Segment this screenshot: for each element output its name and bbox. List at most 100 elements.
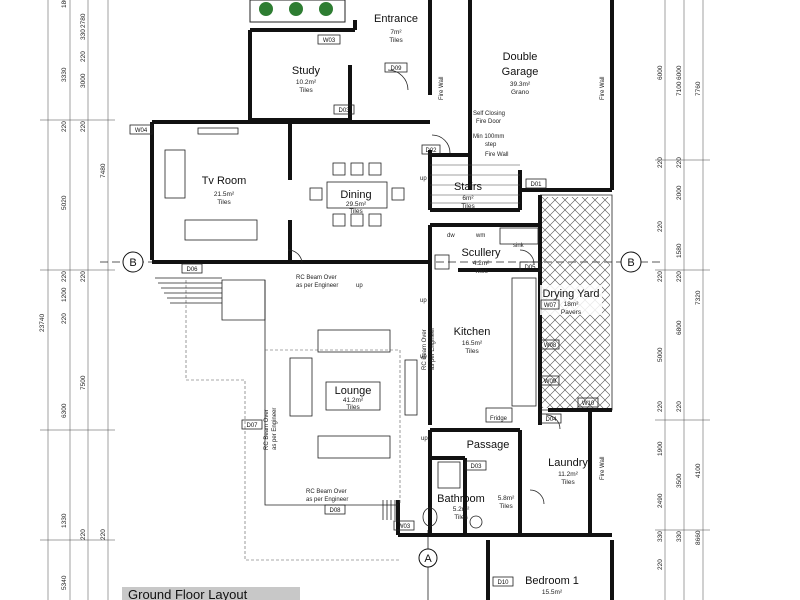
dim-label: 3500 (676, 473, 683, 488)
svg-text:W10: W10 (582, 401, 595, 407)
svg-text:Dining: Dining (340, 189, 371, 201)
svg-text:A: A (424, 553, 432, 565)
svg-text:D10: D10 (497, 580, 509, 586)
dim-label: 220 (676, 157, 683, 168)
dim-label: 2000 (676, 185, 683, 200)
svg-text:D02: D02 (425, 148, 437, 154)
svg-text:W09: W09 (544, 379, 557, 385)
dim-label: 330 (657, 531, 664, 542)
svg-text:D08: D08 (329, 508, 341, 514)
dim-label: 3000 (80, 73, 87, 88)
room-dining: Dining 29.5m² Tiles (340, 189, 371, 215)
dashed-outlines (185, 280, 401, 561)
svg-text:B: B (627, 257, 634, 269)
room-wc: 5.8m² Tiles (498, 495, 515, 510)
svg-text:Grano: Grano (511, 89, 529, 96)
right-dimension-lines (655, 0, 710, 600)
dim-label: 220 (676, 401, 683, 412)
svg-text:D07: D07 (246, 423, 258, 429)
svg-text:6m²: 6m² (462, 195, 474, 202)
svg-text:Min 100mm: Min 100mm (473, 134, 504, 140)
dim-label: 220 (80, 529, 87, 540)
dim-label: 220 (657, 221, 664, 232)
walls (150, 0, 614, 600)
svg-text:B: B (129, 257, 136, 269)
dim-label: 1200 (61, 287, 68, 302)
plan-title: Ground Floor Layout (128, 587, 248, 600)
dim-label: 220 (61, 121, 68, 132)
svg-text:Bedroom 1: Bedroom 1 (525, 575, 579, 587)
dim-label: 5340 (61, 575, 68, 590)
svg-text:as per Engineer: as per Engineer (296, 283, 338, 289)
left-dimension-labels: 180 2780 3330 3000 7480 5020 1200 23740 … (39, 0, 107, 590)
steps-left (155, 277, 222, 304)
svg-text:D01: D01 (530, 182, 542, 188)
svg-text:Study: Study (292, 65, 321, 77)
dim-label: 3330 (61, 67, 68, 82)
room-stairs: Stairs 6m² Tiles (454, 181, 483, 210)
dim-label: 220 (657, 401, 664, 412)
dim-label: 220 (100, 529, 107, 540)
svg-text:dw: dw (447, 233, 455, 239)
svg-text:Tiles: Tiles (389, 37, 403, 44)
left-dimension-lines (40, 0, 115, 600)
svg-text:sink: sink (513, 243, 525, 249)
svg-text:Garage: Garage (502, 66, 539, 78)
room-scullery: Scullery 4.2m² Tiles (461, 247, 501, 275)
svg-text:39.3m²: 39.3m² (510, 81, 531, 88)
svg-text:Fire Door: Fire Door (476, 119, 501, 125)
dim-label: 330 (676, 531, 683, 542)
lounge-furniture (289, 329, 418, 459)
svg-text:Tiles: Tiles (461, 203, 475, 210)
svg-text:as per Engineer: as per Engineer (272, 408, 278, 450)
svg-text:Stairs: Stairs (454, 181, 483, 193)
dim-label: 220 (657, 559, 664, 570)
svg-text:as per Engineer: as per Engineer (306, 497, 348, 503)
notes: Self Closing Fire Door Min 100mm step Fi… (264, 77, 606, 503)
svg-text:W07: W07 (544, 303, 557, 309)
room-drying-yard: Drying Yard 18m² Pavers (540, 285, 602, 316)
steps-bottom (382, 500, 396, 520)
room-passage: Passage (467, 439, 510, 451)
svg-text:Tiles: Tiles (465, 348, 479, 355)
dim-label: 220 (80, 51, 87, 62)
svg-text:D03: D03 (470, 464, 482, 470)
dim-label: 1580 (676, 243, 683, 258)
dim-label: 220 (657, 157, 664, 168)
dim-label: 6300 (61, 403, 68, 418)
kitchen-counter (485, 277, 537, 423)
svg-text:5.8m²: 5.8m² (498, 495, 515, 502)
svg-text:4.2m²: 4.2m² (473, 260, 490, 267)
dim-label: 23740 (39, 314, 46, 332)
svg-text:10.2m²: 10.2m² (296, 79, 317, 86)
svg-text:7m²: 7m² (390, 29, 402, 36)
svg-text:D05: D05 (524, 265, 536, 271)
dim-label: 4100 (695, 463, 702, 478)
svg-text:D09: D09 (390, 66, 402, 72)
svg-text:21.5m²: 21.5m² (214, 191, 235, 198)
svg-text:Tiles: Tiles (561, 479, 575, 486)
svg-text:D06: D06 (186, 267, 198, 273)
dining-table (309, 162, 405, 227)
dim-label: 7480 (100, 163, 107, 178)
svg-text:Laundry: Laundry (548, 457, 588, 469)
svg-text:W04: W04 (135, 128, 148, 134)
room-tv: Tv Room 21.5m² Tiles (202, 175, 247, 206)
svg-text:RC Beam Over: RC Beam Over (296, 275, 337, 281)
svg-text:W08: W08 (544, 343, 557, 349)
svg-text:Fire Wall: Fire Wall (485, 152, 508, 158)
svg-text:Fire Wall: Fire Wall (600, 457, 606, 480)
svg-text:Scullery: Scullery (461, 247, 501, 259)
room-bedroom1: Bedroom 1 15.5m² (525, 575, 579, 596)
room-kitchen: Kitchen 16.5m² Tiles (454, 326, 491, 355)
stair-treads (430, 164, 520, 204)
section-marker-right: B (620, 251, 642, 273)
svg-text:Entrance: Entrance (374, 13, 418, 25)
dim-label: 2490 (657, 493, 664, 508)
bathroom-fixtures (422, 461, 483, 529)
svg-text:Tiles: Tiles (299, 87, 313, 94)
svg-text:Drying Yard: Drying Yard (542, 288, 599, 300)
svg-text:wm: wm (475, 233, 485, 239)
svg-text:RC Beam Over: RC Beam Over (422, 329, 428, 370)
